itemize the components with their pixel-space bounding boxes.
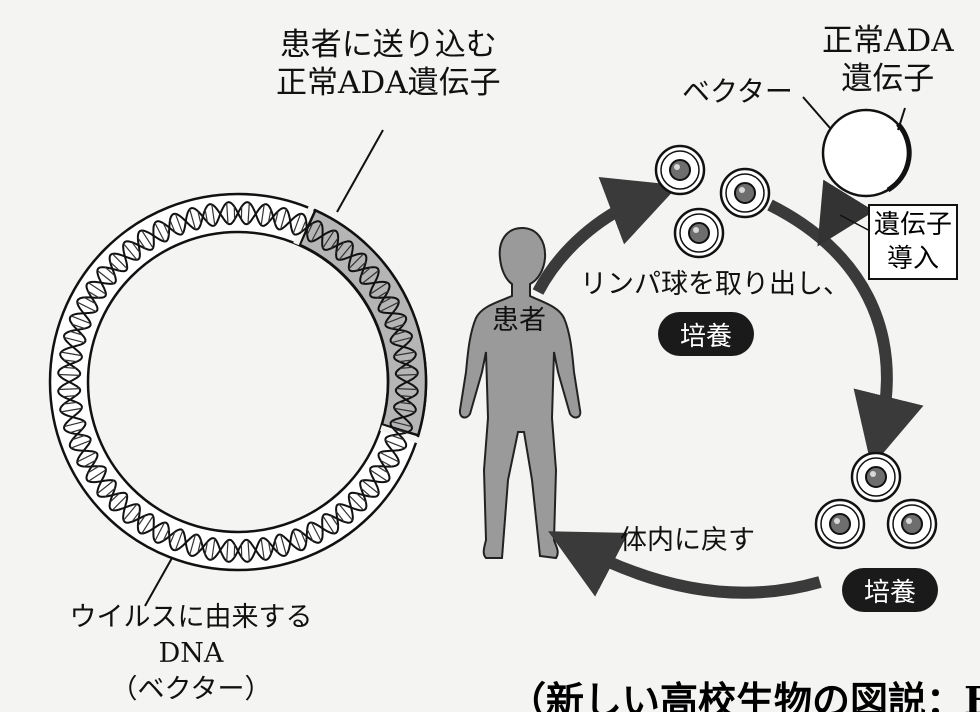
virus-dna-line2: DNA [56,636,326,672]
vector-leader-line [803,97,830,128]
dna-leader-line [145,558,172,606]
vector-plasmid [823,110,909,196]
gene-transfer-line1: 遺伝子 [874,208,952,242]
gene-transfer-label: 遺伝子 導入 [868,204,958,280]
patient-label: 患者 [492,298,546,337]
gene-transfer-line2: 導入 [874,242,952,276]
normal-ada-label: 正常ADA 遺伝子 [822,22,954,98]
culture-top-pill: 培養 [658,312,754,356]
source-caption: （新しい高校生物の図説：Bl [508,670,980,712]
culture-bottom-pill: 培養 [842,568,938,612]
cell-bottom-2 [816,500,864,548]
virus-dna-label: ウイルスに由来する DNA （ベクター） [56,600,326,708]
cell-top-2 [721,169,769,217]
cell-top-1 [656,146,704,194]
plasmid-ring [50,194,426,570]
vector-label: ベクター [682,70,793,110]
virus-dna-line3: （ベクター） [56,672,326,708]
normal-ada-line2: 遺伝子 [822,60,954,98]
cell-bottom-1 [852,453,900,501]
gene-to-send-line2: 正常ADA遺伝子 [276,64,501,102]
gene-to-send-line1: 患者に送り込む [276,26,501,64]
gene-leader-line [337,130,383,212]
extract-lymph-label: リンパ球を取り出し、 [580,262,850,301]
cell-top-3 [675,209,723,257]
normal-ada-line1: 正常ADA [822,22,954,60]
virus-dna-line1: ウイルスに由来する [56,600,326,636]
gene-to-send-label: 患者に送り込む 正常ADA遺伝子 [276,26,501,102]
gene-transfer-arrow [830,200,846,226]
return-body-label: 体内に戻す [620,518,755,557]
cell-bottom-3 [888,500,936,548]
patient-silhouette [460,228,580,558]
